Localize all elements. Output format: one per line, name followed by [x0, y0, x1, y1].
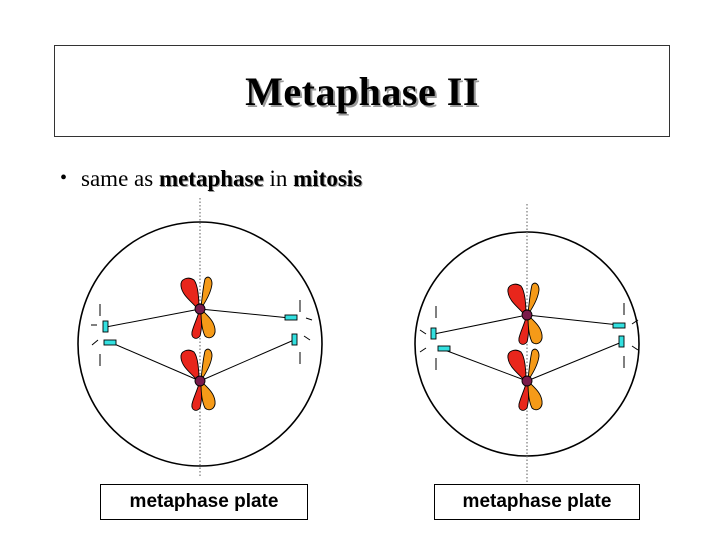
metaphase-plate-label-left: metaphase plate: [100, 484, 308, 520]
cell-right: [415, 204, 639, 482]
cell-left: [78, 198, 322, 476]
metaphase-plate-label-right: metaphase plate: [434, 484, 640, 520]
